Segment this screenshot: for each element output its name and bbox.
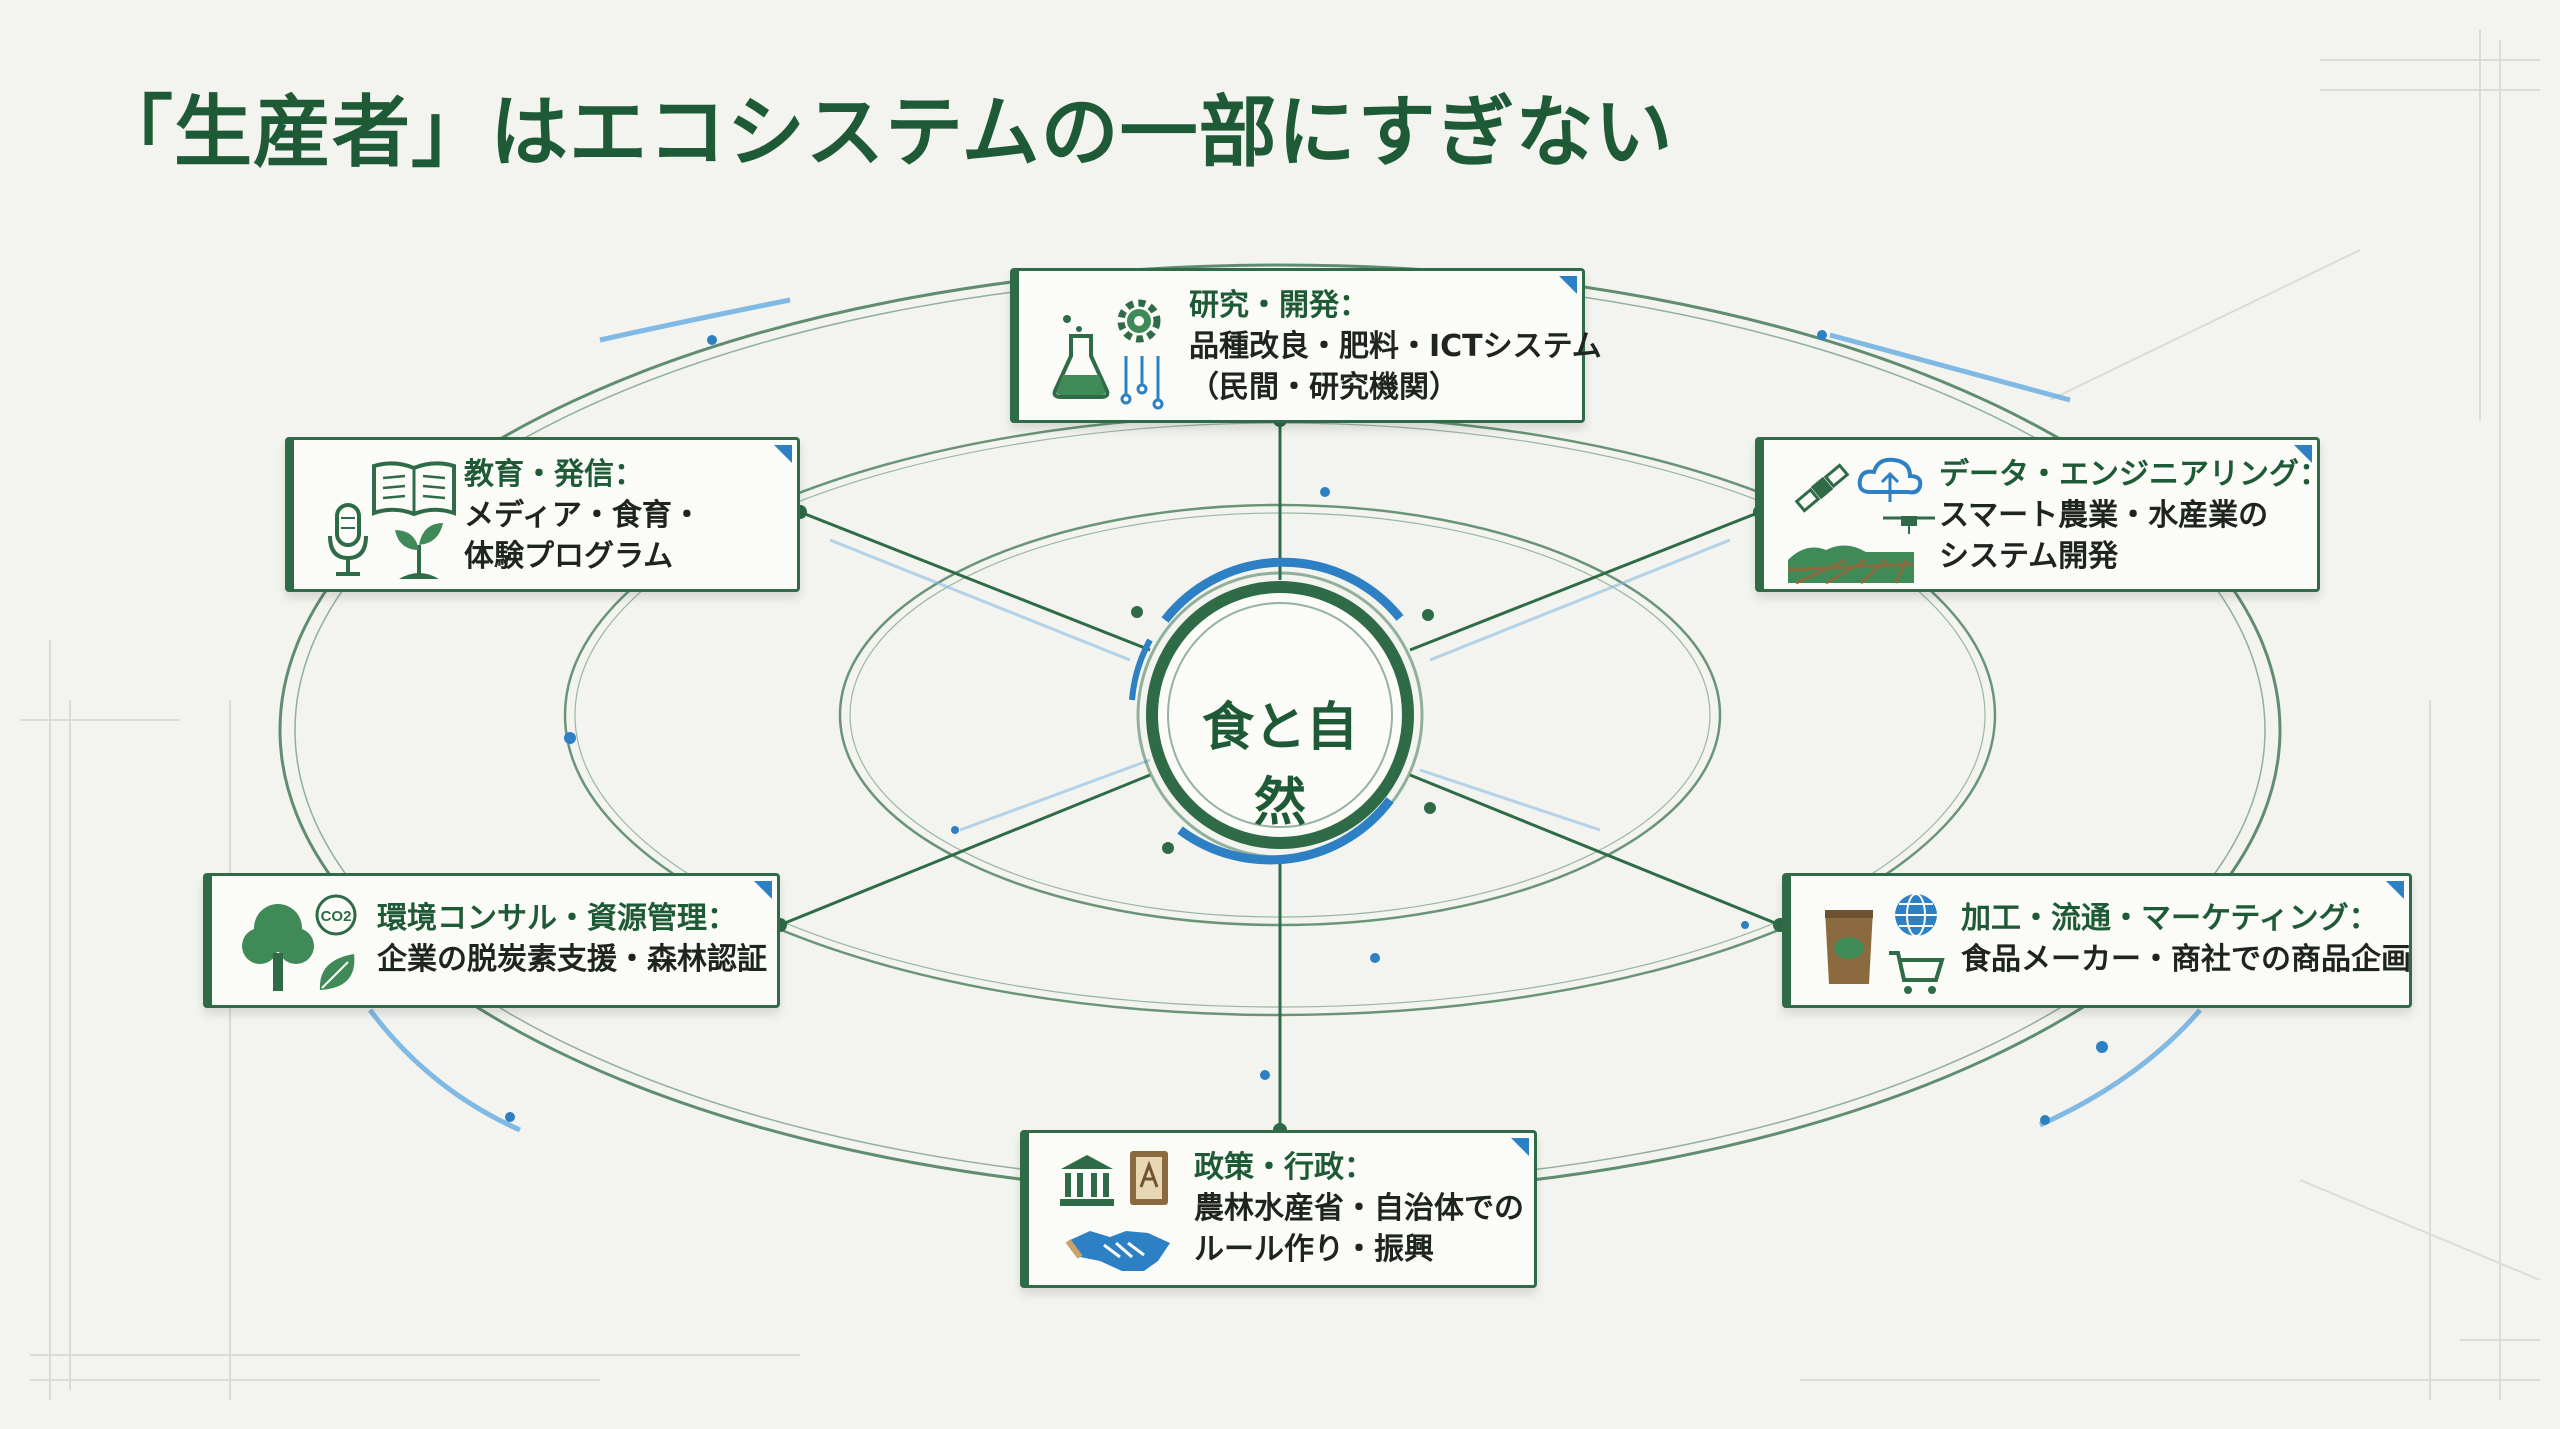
node-line: 企業の脱炭素支援・森林認証	[377, 942, 767, 977]
node-text-rnd: 研究・開発： 品種改良・肥料・ICTシステム （民間・研究機関）	[1189, 285, 1602, 408]
glow-arcs	[368, 297, 2202, 1133]
node-line: ルール作り・振興	[1194, 1232, 1434, 1267]
node-text-policy: 政策・行政： 農林水産省・自治体での ルール作り・振興	[1194, 1147, 1524, 1270]
node-text-education: 教育・発信： メディア・食育・ 体験プログラム	[464, 454, 702, 577]
card-corner-marker	[1559, 276, 1577, 294]
node-card-rnd: 研究・開発： 品種改良・肥料・ICTシステム （民間・研究機関）	[1010, 268, 1602, 423]
circuit-icon	[1120, 356, 1164, 410]
center-label: 食と自然	[1201, 698, 1358, 833]
center-hub	[1129, 557, 1424, 865]
node-text-data-engineering: データ・エンジニアリング： スマート農業・水産業の システム開発	[1939, 454, 2329, 577]
node-heading: データ・エンジニアリング：	[1939, 457, 2329, 492]
node-heading: 研究・開発：	[1189, 288, 1369, 323]
node-card-policy: 政策・行政： 農林水産省・自治体での ルール作り・振興	[1020, 1130, 1537, 1288]
accent-dots	[505, 330, 2108, 1125]
package-icon	[1825, 910, 1873, 984]
government-building-icon	[1060, 1155, 1114, 1206]
node-line: 体験プログラム	[464, 539, 674, 574]
node-card-data-engineering: データ・エンジニアリング： スマート農業・水産業の システム開発	[1755, 437, 2329, 592]
field-icon	[1787, 545, 1915, 585]
globe-icon	[1895, 893, 1937, 937]
card-corner-marker	[754, 881, 772, 899]
node-text-environment: 環境コンサル・資源管理： 企業の脱炭素支援・森林認証	[377, 898, 767, 980]
node-heading: 環境コンサル・資源管理：	[377, 901, 737, 936]
page-title: 「生産者」はエコシステムの一部にすぎない	[95, 88, 1674, 178]
node-card-education: 教育・発信： メディア・食育・ 体験プログラム	[285, 437, 800, 592]
leaf-icon	[319, 954, 355, 990]
node-line: 農林水産省・自治体での	[1194, 1191, 1524, 1226]
connector-lines	[779, 420, 1781, 1130]
gear-icon	[1117, 299, 1161, 343]
node-line: システム開発	[1939, 539, 2119, 574]
tree-icon	[242, 904, 314, 991]
law-book-icon	[1130, 1151, 1168, 1205]
microphone-icon	[328, 503, 368, 576]
node-heading: 加工・流通・マーケティング：	[1961, 901, 2379, 936]
node-text-processing: 加工・流通・マーケティング： 食品メーカー・商社での商品企画	[1961, 898, 2411, 980]
drone-icon	[1883, 516, 1935, 534]
node-line: メディア・食育・	[464, 498, 702, 533]
card-corner-marker	[774, 445, 792, 463]
svg-text:CO2: CO2	[321, 908, 352, 925]
node-line: （民間・研究機関）	[1189, 370, 1459, 405]
card-corner-marker	[2294, 445, 2312, 463]
book-icon	[372, 461, 456, 517]
node-heading: 教育・発信：	[464, 457, 644, 492]
satellite-icon	[1794, 463, 1850, 513]
cloud-icon	[1857, 457, 1923, 502]
node-heading: 政策・行政：	[1194, 1150, 1374, 1185]
node-line: 食品メーカー・商社での商品企画	[1961, 942, 2411, 977]
handshake-icon	[1065, 1231, 1170, 1271]
sprout-icon	[395, 523, 443, 579]
node-line: スマート農業・水産業の	[1939, 498, 2269, 533]
cart-icon	[1889, 951, 1945, 994]
flask-icon	[1052, 315, 1110, 399]
co2-icon: CO2	[315, 894, 357, 936]
card-corner-marker	[2386, 881, 2404, 899]
blueprint-frame	[20, 30, 2541, 1400]
node-card-processing: 加工・流通・マーケティング： 食品メーカー・商社での商品企画	[1782, 873, 2412, 1008]
card-corner-marker	[1511, 1138, 1529, 1156]
node-card-environment: CO2 環境コンサル・資源管理： 企業の脱炭素支援・森林認証	[203, 873, 780, 1008]
node-line: 品種改良・肥料・ICTシステム	[1189, 329, 1602, 364]
secondary-spokes	[829, 538, 1731, 832]
